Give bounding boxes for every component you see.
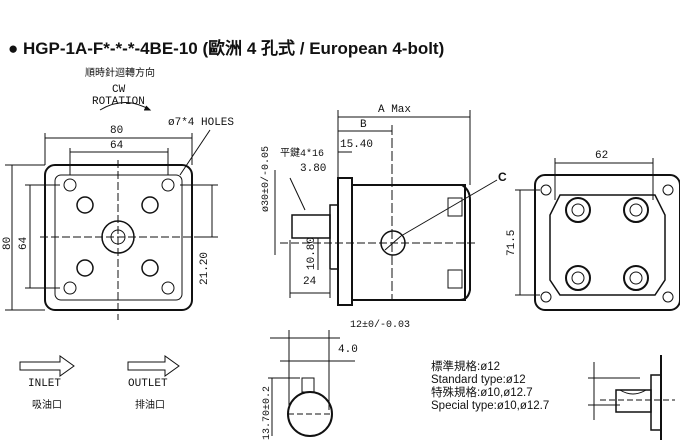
dim-15-40: 15.40	[340, 139, 374, 151]
rotation-label-zh: 順時針迴轉方向	[85, 68, 155, 79]
title-text: HGP-1A-F*-*-*-4BE-10 (歐洲 4 孔式 / European…	[23, 39, 445, 58]
dim-shaft-12: 12±0/-0.03	[350, 320, 411, 331]
rotation-label-rotation: ROTATION	[92, 96, 145, 108]
dim-a-max: A Max	[378, 104, 412, 116]
rear-view	[515, 158, 680, 311]
outlet-arrow-icon	[127, 355, 180, 377]
inlet-label-zh: 吸油口	[32, 400, 62, 411]
dim-shaft-4: 4.0	[338, 344, 358, 356]
holes-label: ø7*4 HOLES	[168, 117, 235, 129]
special-spec-zh: 特殊規格:ø10,ø12.7	[431, 387, 533, 399]
key-label: 平鍵4*16	[280, 149, 325, 160]
standard-spec-zh: 標準規格:ø12	[431, 361, 501, 373]
special-spec: Special type:ø10,ø12.7	[431, 400, 550, 412]
dim-3-80: 3.80	[300, 163, 327, 175]
side-view-pump	[274, 110, 498, 306]
rotation-label-cw: CW	[112, 84, 126, 96]
standard-spec: Standard type:ø12	[431, 374, 526, 386]
dim-height-outer: 80	[2, 236, 14, 250]
shaft-end-view	[268, 330, 355, 437]
dim-width-inner: 64	[110, 140, 124, 152]
page-title: ● HGP-1A-F*-*-*-4BE-10 (歐洲 4 孔式 / Europe…	[8, 39, 445, 58]
dim-height-inner: 64	[18, 236, 30, 250]
dim-center: 21.20	[199, 251, 211, 285]
shaft-side-view	[588, 355, 675, 440]
front-view-flange	[5, 102, 218, 320]
dim-width-outer: 80	[110, 125, 124, 137]
inlet-label: INLET	[28, 378, 62, 390]
port-label-c: C	[498, 170, 507, 184]
dim-b: B	[360, 119, 367, 131]
dim-shaft-13-70: 13.70±0.2	[262, 385, 273, 440]
dim-rear-width: 62	[595, 150, 609, 162]
inlet-arrow-icon	[19, 355, 75, 377]
dim-pilot-diameter: ø30±0/-0.05	[261, 145, 272, 212]
dim-10-80: 10.80	[306, 236, 318, 270]
outlet-label-zh: 排油口	[135, 400, 165, 411]
dim-24: 24	[303, 276, 317, 288]
dim-rear-height: 71.5	[506, 229, 518, 256]
outlet-label: OUTLET	[128, 378, 168, 390]
